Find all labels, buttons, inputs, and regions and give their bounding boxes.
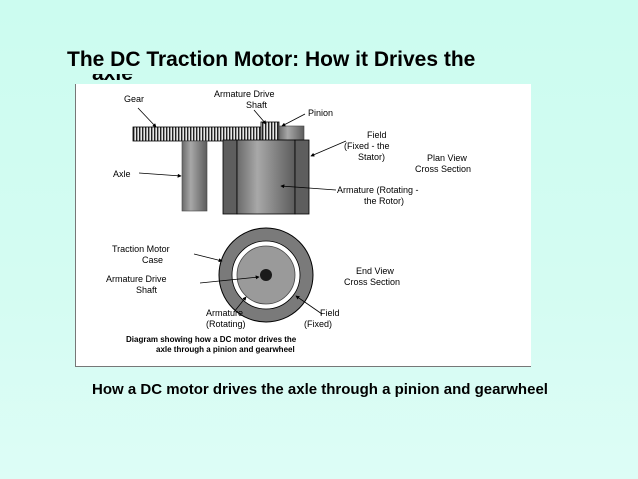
slide-title-overflow-text: axle [92, 74, 133, 84]
diagram-inner-caption-1: Diagram showing how a DC motor drives th… [126, 335, 297, 344]
label-armature-drive-shaft-top-1: Armature Drive [214, 89, 275, 99]
leader-armature-shaft-bottom [199, 275, 260, 284]
label-field-2: (Fixed - the [344, 141, 390, 151]
label-traction-case-2: Case [142, 255, 163, 265]
leader-armature-shaft-top [253, 109, 267, 125]
slide-title-overflow: axle [92, 74, 172, 84]
label-pinion: Pinion [308, 108, 333, 118]
label-armature-bottom-2: (Rotating) [206, 319, 246, 329]
label-gear: Gear [124, 94, 144, 104]
label-armature-drive-shaft-bottom-1: Armature Drive [106, 274, 167, 284]
leader-axle [138, 172, 182, 178]
leader-gear [137, 107, 157, 128]
label-field-3: Stator) [358, 152, 385, 162]
label-end-view-1: End View [356, 266, 394, 276]
leader-field [310, 140, 347, 157]
motor-diagram-svg: Gear Armature Drive Shaft Pinion Field (… [106, 89, 471, 354]
label-field-1: Field [367, 130, 387, 140]
label-traction-case-1: Traction Motor [112, 244, 170, 254]
leader-traction-case [193, 253, 223, 263]
armature-drive-shaft-end [260, 269, 272, 281]
slide-title: The DC Traction Motor: How it Drives the [67, 48, 476, 71]
leader-field-bottom [295, 295, 323, 315]
label-axle: Axle [113, 169, 131, 179]
pinion [260, 121, 280, 143]
gear-wheel [132, 126, 284, 142]
label-armature-rotating-2: the Rotor) [364, 196, 404, 206]
label-field-bottom-1: Field [320, 308, 340, 318]
label-plan-view-1: Plan View [427, 153, 467, 163]
leader-pinion [281, 113, 306, 127]
label-armature-bottom-1: Armature [206, 308, 243, 318]
motor-diagram: Gear Armature Drive Shaft Pinion Field (… [75, 84, 531, 367]
field-stator-right [294, 139, 310, 215]
armature-drive-shaft-plan [278, 125, 305, 141]
field-stator-left [222, 139, 238, 215]
label-end-view-2: Cross Section [344, 277, 400, 287]
leader-armature-rotating [280, 184, 337, 191]
armature-rotor [236, 139, 296, 215]
slide-caption: How a DC motor drives the axle through a… [92, 381, 548, 398]
label-plan-view-2: Cross Section [415, 164, 471, 174]
label-field-bottom-2: (Fixed) [304, 319, 332, 329]
label-armature-rotating-1: Armature (Rotating - [337, 185, 419, 195]
leader-armature-bottom [233, 296, 247, 313]
label-armature-drive-shaft-top-2: Shaft [246, 100, 268, 110]
diagram-inner-caption-2: axle through a pinion and gearwheel [156, 345, 295, 354]
axle [181, 140, 208, 212]
label-armature-drive-shaft-bottom-2: Shaft [136, 285, 158, 295]
